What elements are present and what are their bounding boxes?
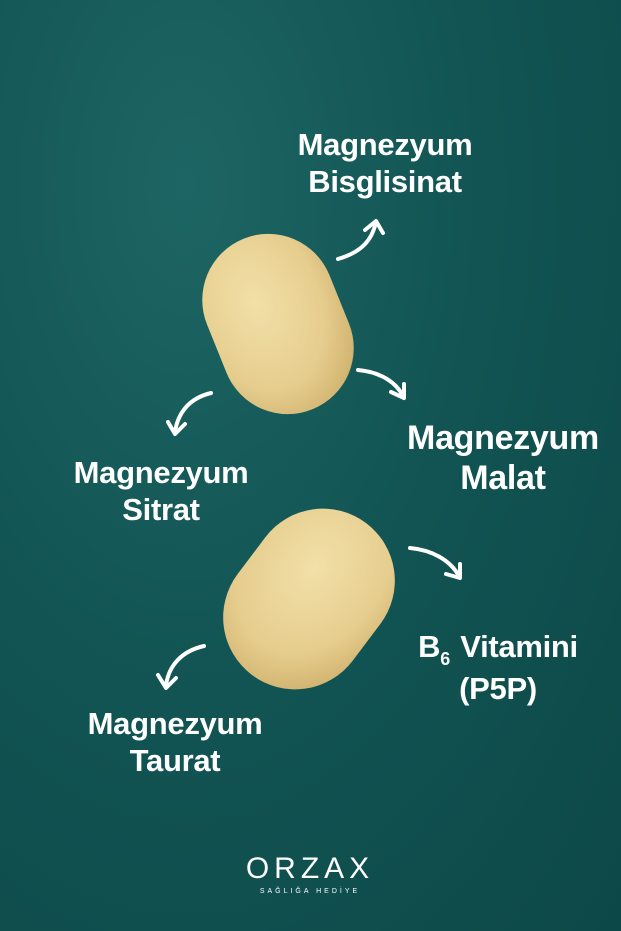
arrow-down-right-icon — [408, 546, 462, 580]
label-magnezyum-sitrat: Magnezyum Sitrat — [58, 454, 264, 528]
arrow-down-left-icon — [166, 391, 213, 436]
arrow-down-left-icon — [156, 644, 206, 690]
label-line: Magnezyum — [73, 455, 249, 490]
label-line: (P5P) — [459, 671, 537, 706]
bottom-pill — [223, 508, 395, 690]
label-line: Bisglisinat — [308, 164, 462, 199]
label-magnezyum-taurat: Magnezyum Taurat — [70, 705, 280, 779]
logo-tagline: SAĞLIĞA HEDİYE — [259, 888, 361, 895]
b6-base: B — [418, 629, 441, 664]
label-line: Sitrat — [122, 492, 200, 527]
b6-rest: Vitamini — [460, 629, 578, 664]
label-line: B6 Vitamini — [408, 628, 588, 670]
arrow-up-right-icon — [336, 219, 385, 261]
label-magnezyum-bisglisinat: Magnezyum Bisglisinat — [280, 126, 490, 200]
label-magnezyum-malat: Magnezyum Malat — [394, 418, 612, 498]
label-line: Malat — [460, 459, 546, 497]
orzax-logo: ORZAX SAĞLIĞA HEDİYE — [210, 852, 410, 895]
label-line: Magnezyum — [87, 706, 263, 741]
logo-wordmark: ORZAX — [245, 852, 375, 885]
label-line: Magnezyum — [297, 127, 473, 162]
label-b6-vitamini: B6 Vitamini (P5P) — [408, 628, 588, 707]
top-pill — [202, 233, 354, 415]
label-line: Taurat — [129, 743, 221, 778]
arrow-down-right-icon — [356, 368, 406, 400]
b6-subscript: 6 — [440, 649, 450, 669]
label-line: Magnezyum — [407, 419, 599, 457]
